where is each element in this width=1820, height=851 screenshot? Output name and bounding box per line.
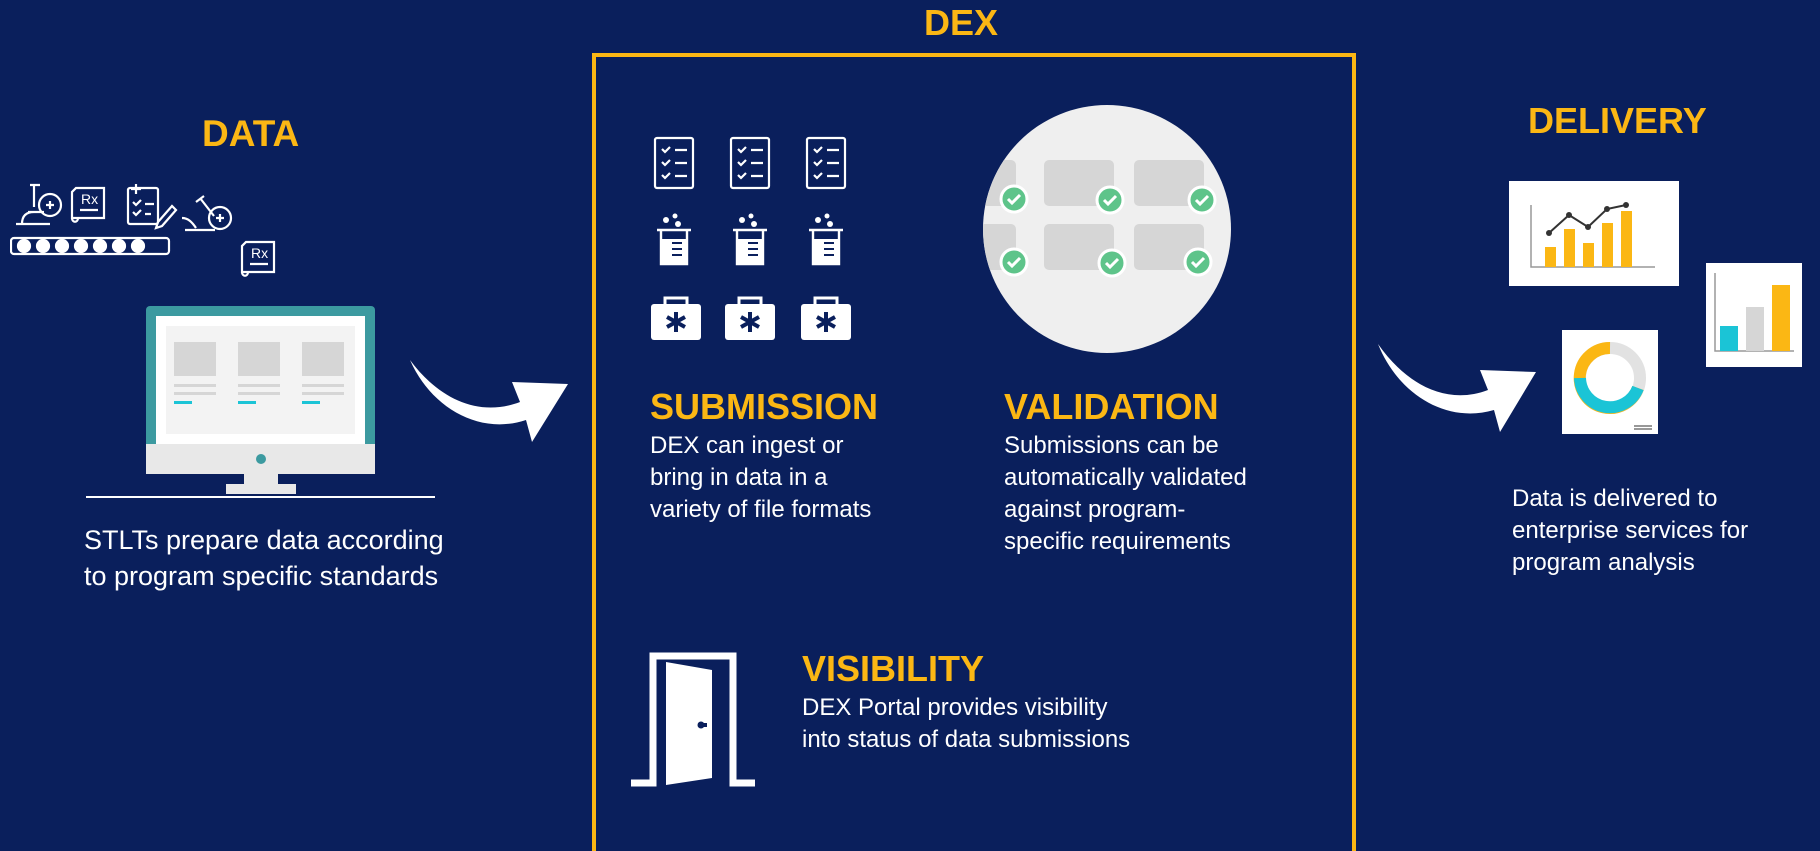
donut-chart-icon (1562, 330, 1658, 434)
data-divider-line (86, 496, 435, 498)
door-icon (628, 648, 758, 788)
data-icons-cluster: Rx (10, 180, 290, 290)
data-description: STLTs prepare data according to program … (84, 525, 444, 591)
conveyor-belt-icon (10, 236, 171, 256)
bar-chart-icon (1706, 263, 1802, 367)
svg-text:Rx: Rx (81, 191, 98, 207)
svg-text:Rx: Rx (251, 245, 268, 261)
arrow-icon (408, 346, 572, 446)
beaker-icon (731, 212, 769, 266)
delivery-title: DELIVERY (1528, 100, 1707, 141)
submission-icon-grid (648, 134, 854, 344)
microscope-icon (16, 183, 63, 226)
submission-description: DEX can ingest or bring in data in a var… (650, 432, 872, 523)
visibility-title: VISIBILITY (802, 648, 985, 689)
data-title: DATA (202, 113, 300, 154)
delivery-description: Data is delivered to enterprise services… (1512, 485, 1749, 576)
dex-frame (592, 53, 1356, 851)
checklist-icon (729, 136, 771, 190)
validation-title: VALIDATION (1004, 386, 1219, 427)
validation-checks-icon (982, 104, 1232, 354)
medical-kit-icon (649, 296, 703, 342)
visibility-description: DEX Portal provides visibility into stat… (802, 694, 1131, 753)
monitor-icon (146, 306, 376, 496)
medical-kit-icon (723, 296, 777, 342)
medical-checklist-icon (126, 184, 178, 230)
submission-title: SUBMISSION (650, 386, 879, 427)
validation-description: Submissions can be automatically validat… (1004, 432, 1247, 555)
checklist-icon (653, 136, 695, 190)
prescription-icon: Rx (240, 240, 276, 277)
beaker-icon (807, 212, 845, 266)
prescription-icon: Rx (70, 186, 106, 223)
checklist-icon (805, 136, 847, 190)
beaker-icon (655, 212, 693, 266)
dex-title: DEX (924, 2, 999, 43)
microscope-icon (181, 195, 233, 232)
medical-kit-icon (799, 296, 853, 342)
arrow-icon (1376, 340, 1540, 440)
line-bar-chart-icon (1509, 181, 1679, 286)
